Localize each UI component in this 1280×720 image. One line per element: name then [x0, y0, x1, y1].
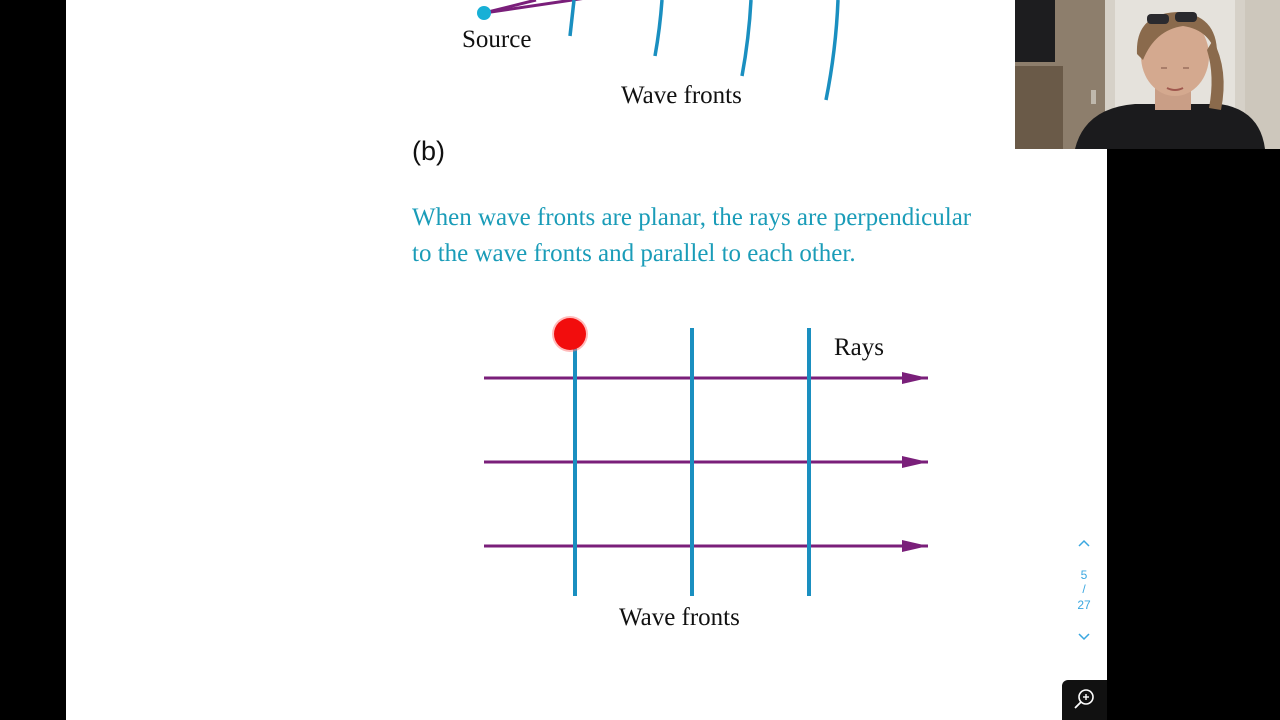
- presenter-video-icon: [1015, 0, 1280, 149]
- ray-arrowhead: [902, 372, 928, 384]
- source-point: [477, 6, 491, 20]
- previous-page-button[interactable]: [1070, 534, 1098, 552]
- wave-fronts-label-top: Wave fronts: [621, 82, 742, 109]
- ray-arrowhead: [902, 540, 928, 552]
- curved-wave-front: [653, 0, 664, 57]
- laser-pointer: [554, 318, 586, 350]
- total-pages-number: 27: [1077, 598, 1091, 612]
- ray-arrowhead: [902, 456, 928, 468]
- source-ray: [483, 0, 583, 15]
- zoom-in-icon: [1074, 689, 1094, 709]
- page-navigator: 5 / 27: [1070, 532, 1098, 648]
- top-figure: [477, 0, 840, 101]
- wave-figure: [477, 0, 928, 596]
- page-separator: /: [1082, 582, 1086, 596]
- source-label: Source: [462, 26, 532, 53]
- curved-wave-front: [824, 0, 840, 101]
- wave-fronts-label-bottom: Wave fronts: [619, 604, 740, 631]
- presenter-webcam: [1015, 0, 1280, 149]
- chevron-down-icon: [1078, 633, 1090, 641]
- bottom-figure: [484, 328, 928, 596]
- document-page: Source Wave fronts (b) When wave fronts …: [66, 0, 1107, 720]
- next-page-button[interactable]: [1070, 628, 1098, 646]
- chevron-up-icon: [1078, 539, 1090, 547]
- section-label: (b): [412, 136, 445, 166]
- zoom-button[interactable]: [1062, 680, 1107, 720]
- rays-label: Rays: [834, 334, 884, 361]
- figure-caption: When wave fronts are planar, the rays ar…: [412, 204, 972, 267]
- current-page-number: 5: [1080, 568, 1088, 582]
- curved-wave-front: [740, 0, 753, 77]
- curved-wave-front: [568, 0, 576, 37]
